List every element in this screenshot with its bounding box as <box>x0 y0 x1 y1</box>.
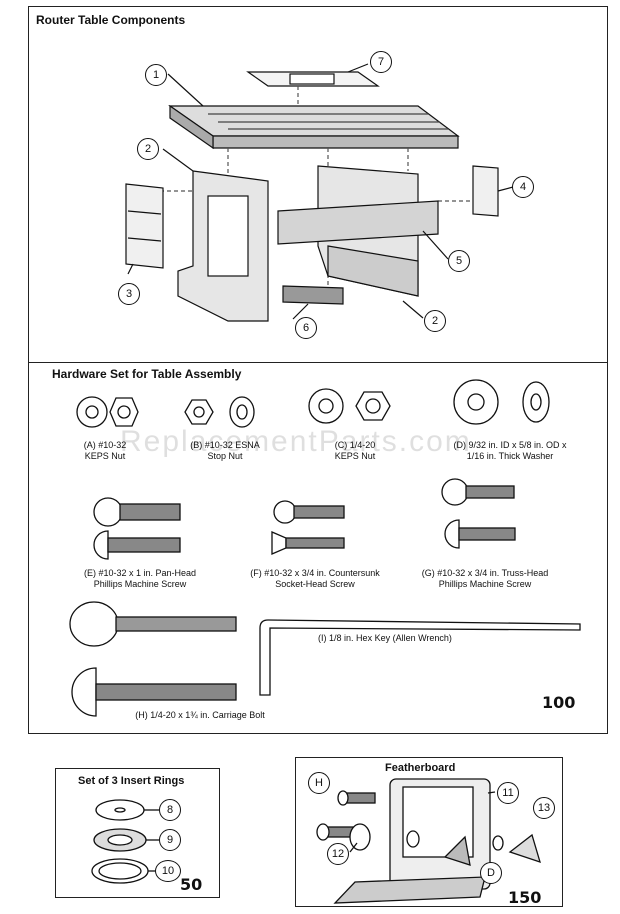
callout-H: H <box>308 772 330 794</box>
hardware-caption-i: (I) 1/8 in. Hex Key (Allen Wrench) <box>318 633 452 643</box>
callout-D: D <box>480 862 502 884</box>
hex-key-drawing <box>259 619 581 696</box>
insert-rings-drawing <box>91 799 159 884</box>
callout-3: 3 <box>118 283 140 305</box>
countersunk-screw-drawing <box>271 500 345 555</box>
cross-brace-part <box>277 200 439 245</box>
callout-6: 6 <box>295 317 317 339</box>
pan-head-screw-drawing <box>93 497 181 560</box>
hardware-caption-e: (E) #10-32 x 1 in. Pan-Head Phillips Mac… <box>83 568 197 589</box>
hardware-caption-d: (D) 9/32 in. ID x 5/8 in. OD x 1/16 in. … <box>453 440 567 461</box>
router-table-components-title: Router Table Components <box>36 13 186 27</box>
hardware-drawings <box>69 379 581 717</box>
hardware-caption-g: (G) #10-32 x 3/4 in. Truss-Head Phillips… <box>421 568 549 589</box>
insert-rings-title: Set of 3 Insert Rings <box>78 775 185 787</box>
watermark: ReplacementParts.com <box>120 425 472 458</box>
hardware-caption-a: (A) #10-32 KEPS Nut <box>83 440 127 461</box>
handwritten-100: 100 <box>542 693 576 712</box>
hardware-caption-h: (H) 1/4-20 x 1¾ in. Carriage Bolt <box>135 710 265 720</box>
callout-13: 13 <box>533 797 555 819</box>
callout-11: 11 <box>497 782 519 804</box>
callout-2-left: 2 <box>137 138 159 160</box>
router-table-exploded-drawing <box>125 63 514 322</box>
handwritten-50: 50 <box>180 875 203 894</box>
callout-12: 12 <box>327 843 349 865</box>
hardware-caption-c: (C) 1/4-20 KEPS Nut <box>334 440 376 461</box>
hardware-caption-f: (F) #10-32 x 3/4 in. Countersunk Socket-… <box>250 568 380 589</box>
featherboard-drawing <box>316 778 541 904</box>
hardware-set-title: Hardware Set for Table Assembly <box>52 367 242 381</box>
hardware-caption-b: (B) #10-32 ESNA Stop Nut <box>190 440 260 461</box>
keps-nut-10-32-drawing <box>76 396 139 428</box>
table-top-part <box>168 105 460 137</box>
callout-4: 4 <box>512 176 534 198</box>
callout-10: 10 <box>155 860 181 882</box>
callout-5: 5 <box>448 250 470 272</box>
esna-stop-nut-drawing <box>184 396 255 428</box>
callout-2-right: 2 <box>424 310 446 332</box>
truss-head-screw-drawing <box>441 478 516 549</box>
right-panel-part <box>472 165 499 217</box>
switch-part <box>282 285 344 305</box>
callout-1: 1 <box>145 64 167 86</box>
carriage-bolt-drawing <box>69 601 237 717</box>
callout-8: 8 <box>159 799 181 821</box>
keps-nut-1-4-20-drawing <box>308 388 391 424</box>
side-panel-part <box>125 183 164 269</box>
featherboard-title: Featherboard <box>385 762 456 774</box>
thick-washer-drawing <box>453 379 550 425</box>
callout-9: 9 <box>159 829 181 851</box>
handwritten-150: 150 <box>508 888 542 907</box>
callout-7: 7 <box>370 51 392 73</box>
